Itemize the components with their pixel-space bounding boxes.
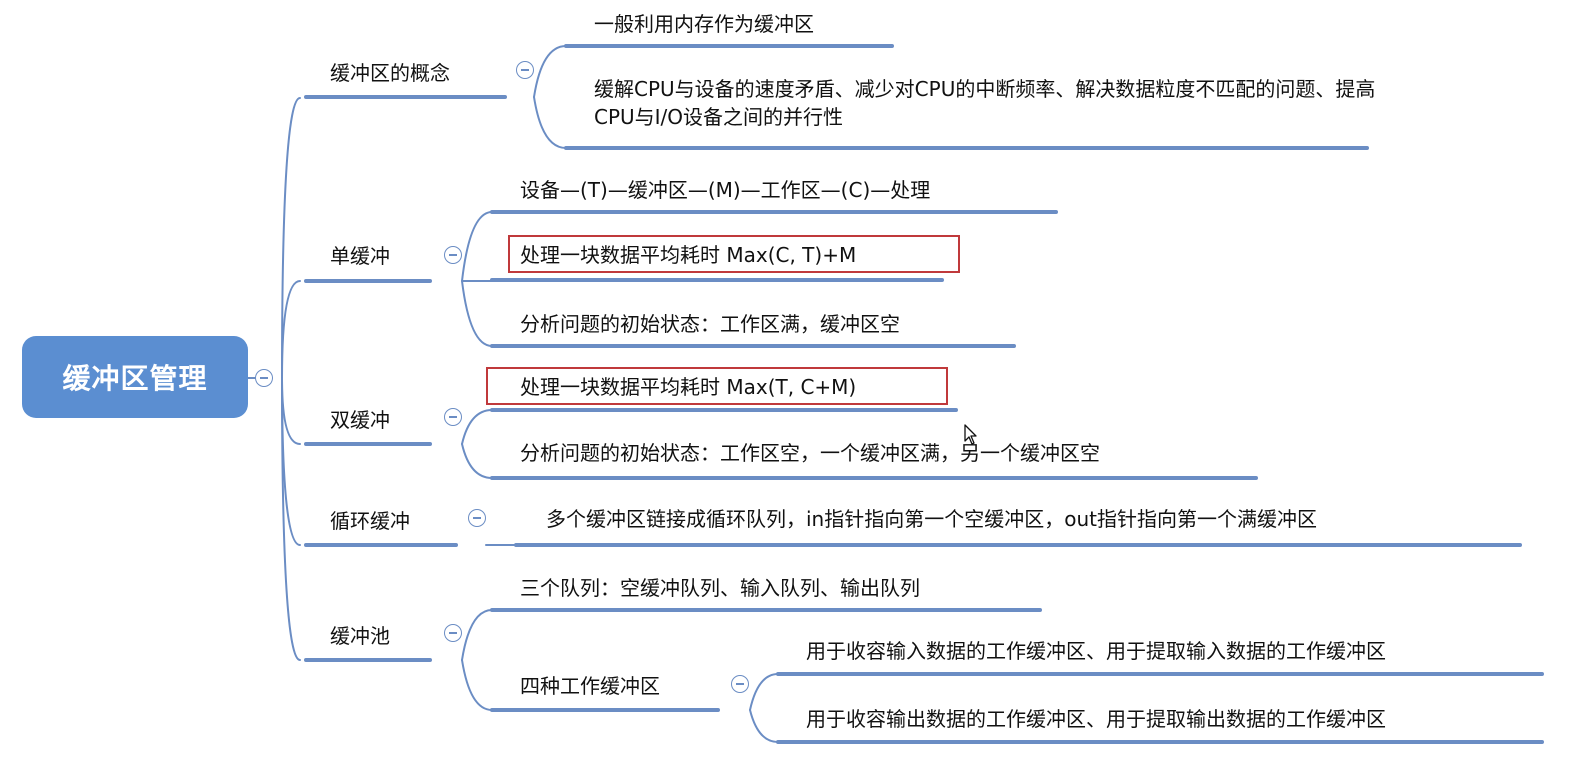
connector-root-circular: [281, 377, 301, 546]
connector-four-1: [749, 673, 779, 711]
leaf-single-initial-state: 分析问题的初始状态：工作区满，缓冲区空: [520, 312, 900, 336]
connector-double-1: [461, 409, 493, 445]
leaf-single-flow: 设备—(T)—缓冲区—(M)—工作区—(C)—处理: [520, 178, 931, 202]
collapse-button-buffer-pool[interactable]: [444, 624, 462, 642]
branch-label-single-buffer[interactable]: 单缓冲: [330, 244, 390, 268]
collapse-button-concept[interactable]: [516, 61, 534, 79]
leaf-concept-purpose: 缓解CPU与设备的速度矛盾、减少对CPU的中断频率、解决数据粒度不匹配的问题、提…: [594, 77, 1376, 129]
collapse-button-circular-buffer[interactable]: [468, 509, 486, 527]
connector-root-single: [281, 280, 301, 379]
connector-pool-1: [461, 609, 493, 661]
mouse-cursor-icon: [964, 424, 977, 445]
minus-icon: [473, 517, 481, 519]
root-node[interactable]: 缓冲区管理: [22, 336, 248, 418]
minus-icon: [449, 254, 457, 256]
connector-root-pool: [281, 377, 301, 661]
connector-root-concept: [281, 97, 301, 379]
branch-label-circular-buffer[interactable]: 循环缓冲: [330, 509, 410, 533]
connector-concept-2: [533, 96, 567, 149]
branch-label-buffer-pool[interactable]: 缓冲池: [330, 624, 390, 648]
leaf-pool-three-queues: 三个队列：空缓冲队列、输入队列、输出队列: [520, 576, 920, 600]
leaf-double-initial-state: 分析问题的初始状态：工作区空，一个缓冲区满，另一个缓冲区空: [520, 441, 1100, 465]
connector-double-2: [461, 443, 493, 479]
minus-icon: [260, 377, 268, 379]
leaf-pool-input-buffers: 用于收容输入数据的工作缓冲区、用于提取输入数据的工作缓冲区: [806, 639, 1386, 663]
connector-concept-1: [533, 45, 567, 98]
connector-pool-2: [461, 659, 493, 711]
leaf-pool-output-buffers: 用于收容输出数据的工作缓冲区、用于提取输出数据的工作缓冲区: [806, 707, 1386, 731]
branch-label-double-buffer[interactable]: 双缓冲: [330, 408, 390, 432]
collapse-button-double-buffer[interactable]: [444, 408, 462, 426]
branch-label-concept[interactable]: 缓冲区的概念: [330, 61, 450, 85]
connector-single-1: [461, 211, 493, 282]
highlight-box-double-time: [486, 367, 948, 405]
connector-single-3: [461, 280, 493, 347]
minus-icon: [736, 683, 744, 685]
branch-label-four-buffers[interactable]: 四种工作缓冲区: [520, 674, 660, 698]
connector-four-2: [749, 709, 779, 743]
collapse-button-root[interactable]: [255, 369, 273, 387]
minus-icon: [449, 416, 457, 418]
leaf-double-time: 处理一块数据平均耗时 Max(T, C+M): [520, 375, 857, 399]
collapse-button-four-buffers[interactable]: [731, 675, 749, 693]
leaf-circular-description: 多个缓冲区链接成循环队列，in指针指向第一个空缓冲区，out指针指向第一个满缓冲…: [546, 507, 1317, 531]
highlight-box-single-time: [508, 235, 960, 273]
minus-icon: [521, 69, 529, 71]
connector-root-double: [281, 377, 301, 445]
leaf-single-time: 处理一块数据平均耗时 Max(C, T)+M: [520, 243, 857, 267]
collapse-button-single-buffer[interactable]: [444, 246, 462, 264]
leaf-concept-memory: 一般利用内存作为缓冲区: [594, 12, 814, 36]
minus-icon: [449, 632, 457, 634]
